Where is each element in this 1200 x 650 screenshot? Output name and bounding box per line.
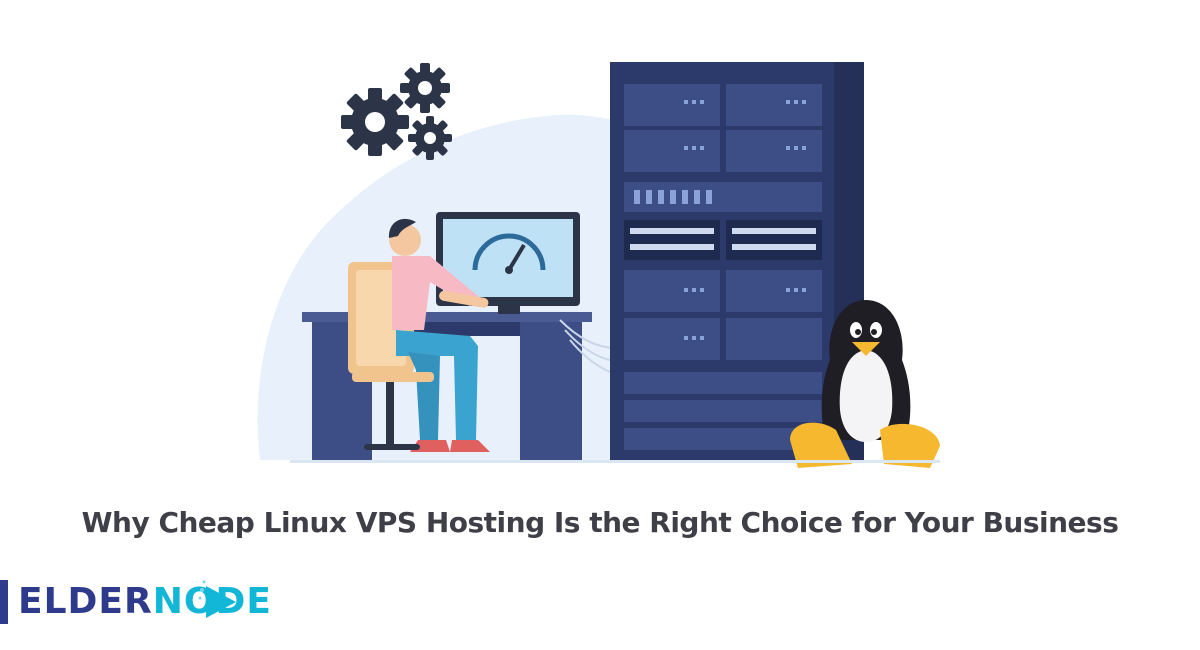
brand-wordmark: ELDERNODE	[18, 578, 272, 626]
server-rack-illustration	[610, 62, 864, 462]
brand-wordmark-part1: ELDER	[18, 581, 153, 622]
gears-icon	[341, 63, 452, 160]
brand-logo: ELDERNODE	[0, 572, 280, 632]
person-at-desk-illustration	[348, 218, 490, 452]
hero-illustration	[257, 62, 940, 468]
page-headline: Why Cheap Linux VPS Hosting Is the Right…	[81, 506, 1119, 539]
linux-penguin-icon	[790, 300, 940, 468]
floor-line	[290, 460, 940, 463]
monitor-gauge-icon	[436, 212, 580, 314]
desk	[302, 312, 592, 460]
play-arrow-logo-icon	[198, 580, 236, 618]
brand-bar	[0, 580, 8, 624]
